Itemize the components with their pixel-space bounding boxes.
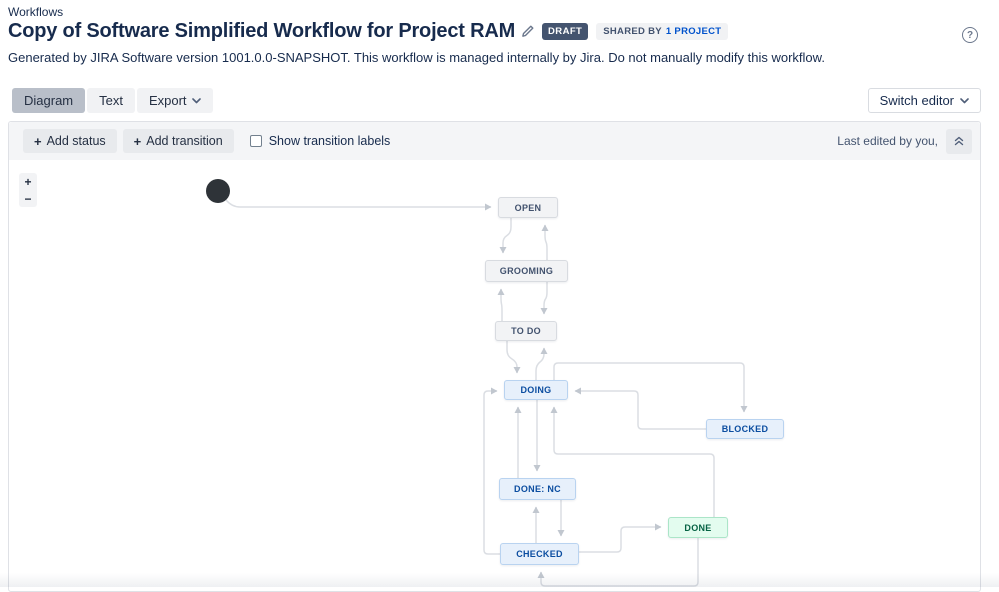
view-mode-tabs: Diagram Text Export xyxy=(12,88,213,113)
help-icon[interactable]: ? xyxy=(962,27,978,43)
status-label: CHECKED xyxy=(516,549,563,559)
transition-grooming-todo[interactable] xyxy=(544,282,547,314)
shared-by-badge[interactable]: SHARED BY 1 PROJECT xyxy=(596,23,728,40)
export-label: Export xyxy=(149,93,187,108)
diagram-toolbar: + Add status + Add transition Show trans… xyxy=(9,122,980,160)
show-transition-labels-control: Show transition labels xyxy=(250,134,391,148)
collapse-toolbar-button[interactable] xyxy=(946,129,972,154)
last-edited-text: Last edited by you, xyxy=(837,134,938,148)
workflow-diagram-panel: + Add status + Add transition Show trans… xyxy=(8,121,981,592)
chevron-down-icon xyxy=(960,98,969,104)
shared-project-count-link[interactable]: 1 PROJECT xyxy=(666,26,722,37)
add-status-label: Add status xyxy=(47,134,106,148)
transition-edges-layer xyxy=(9,122,980,591)
transition-start-open[interactable] xyxy=(226,200,491,207)
title-row: Copy of Software Simplified Workflow for… xyxy=(8,17,728,45)
add-status-button[interactable]: + Add status xyxy=(23,129,117,153)
add-transition-button[interactable]: + Add transition xyxy=(123,129,234,153)
add-transition-label: Add transition xyxy=(146,134,222,148)
status-label: DONE: NC xyxy=(514,484,561,494)
workflow-description: Generated by JIRA Software version 1001.… xyxy=(8,50,825,65)
status-node-blocked[interactable]: BLOCKED xyxy=(706,419,784,439)
show-transition-labels-checkbox[interactable] xyxy=(250,135,262,147)
status-node-open[interactable]: OPEN xyxy=(498,197,558,218)
status-node-todo[interactable]: TO DO xyxy=(495,321,557,341)
zoom-out-button[interactable]: − xyxy=(19,190,37,207)
status-label: DONE xyxy=(684,523,711,533)
transition-doing-blocked[interactable] xyxy=(554,363,744,412)
show-transition-labels-label: Show transition labels xyxy=(269,134,391,148)
switch-editor-label: Switch editor xyxy=(880,93,954,108)
edit-title-pencil-icon[interactable] xyxy=(521,25,534,38)
tab-diagram[interactable]: Diagram xyxy=(12,88,85,113)
status-label: DOING xyxy=(520,385,551,395)
question-mark: ? xyxy=(967,30,973,41)
switch-editor-button[interactable]: Switch editor xyxy=(868,88,981,113)
shared-by-label: SHARED BY xyxy=(603,26,662,37)
plus-icon: + xyxy=(34,134,42,149)
status-node-grooming[interactable]: GROOMING xyxy=(485,260,568,282)
status-label: GROOMING xyxy=(500,266,553,276)
chevron-down-icon xyxy=(192,98,201,104)
status-node-checked[interactable]: CHECKED xyxy=(500,543,579,565)
zoom-in-button[interactable]: + xyxy=(19,173,37,190)
transition-blocked-doing[interactable] xyxy=(575,391,706,429)
draft-badge: DRAFT xyxy=(542,23,588,40)
export-button[interactable]: Export xyxy=(137,88,213,113)
transition-doing-todo[interactable] xyxy=(536,348,544,380)
status-node-done-nc[interactable]: DONE: NC xyxy=(499,478,576,500)
transition-checked-doing[interactable] xyxy=(484,391,500,554)
status-label: TO DO xyxy=(511,326,541,336)
transition-todo-doing[interactable] xyxy=(507,341,517,373)
status-node-done[interactable]: DONE xyxy=(668,517,728,538)
transition-grooming-open[interactable] xyxy=(545,225,547,260)
tab-text[interactable]: Text xyxy=(87,88,135,113)
plus-icon: + xyxy=(134,134,142,149)
double-chevron-up-icon xyxy=(954,136,964,146)
transition-done-doing[interactable] xyxy=(554,407,714,517)
diagram-zoom-control: + − xyxy=(19,173,37,207)
page-title: Copy of Software Simplified Workflow for… xyxy=(8,20,515,43)
transition-checked-done[interactable] xyxy=(579,527,661,552)
status-label: OPEN xyxy=(515,203,542,213)
status-node-doing[interactable]: DOING xyxy=(504,380,568,400)
status-label: BLOCKED xyxy=(722,424,769,434)
transition-todo-grooming[interactable] xyxy=(501,289,502,321)
initial-node[interactable] xyxy=(206,179,230,203)
transition-open-grooming[interactable] xyxy=(503,218,511,253)
